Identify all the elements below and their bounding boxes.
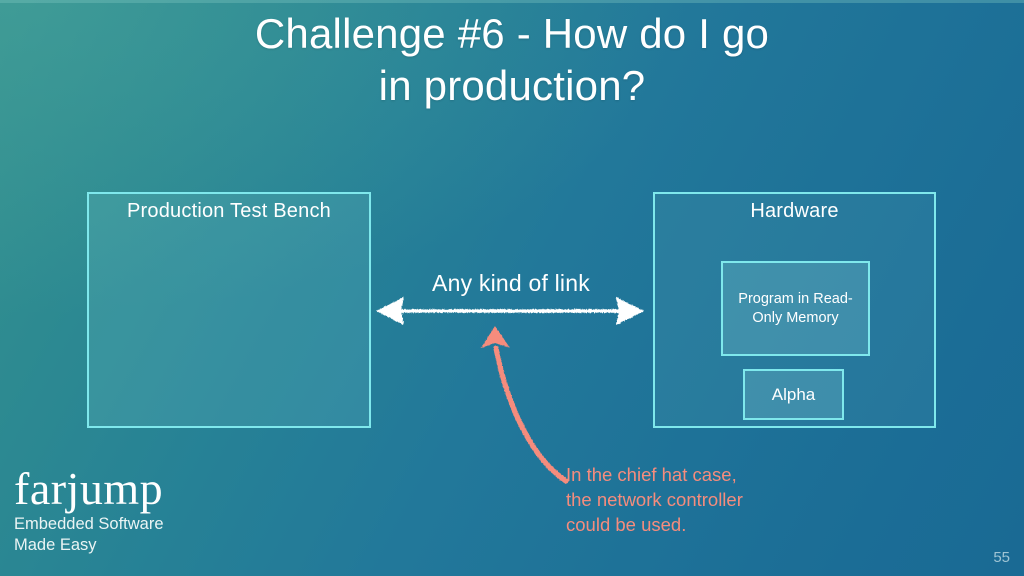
diagram-box-alpha: Alpha [743, 369, 844, 420]
diagram-box-production-test-bench: Production Test Bench [87, 192, 371, 428]
page-number: 55 [993, 549, 1010, 566]
brand-logo: farjump Embedded Software Made Easy [14, 466, 164, 556]
diagram-box-program-in-read-only-memory: Program in Read- Only Memory [721, 261, 870, 356]
callout-arrow-icon [481, 326, 569, 484]
link-double-arrow-icon [376, 297, 644, 325]
diagram-box-program-in-read-only-memory-label: Program in Read- Only Memory [738, 290, 853, 326]
callout-annotation-text: In the chief hat case, the network contr… [566, 464, 743, 535]
diagram-box-hardware-label: Hardware [750, 200, 839, 222]
diagram-box-hardware: Hardware [653, 192, 936, 428]
brand-logo-tagline: Embedded Software Made Easy [14, 515, 164, 554]
link-label: Any kind of link [432, 270, 590, 296]
diagram-box-alpha-label: Alpha [771, 384, 816, 404]
page-title: Challenge #6 - How do I go in production… [254, 10, 770, 109]
brand-logo-wordmark: farjump [14, 463, 164, 514]
diagram-box-production-test-bench-label: Production Test Bench [127, 200, 331, 222]
